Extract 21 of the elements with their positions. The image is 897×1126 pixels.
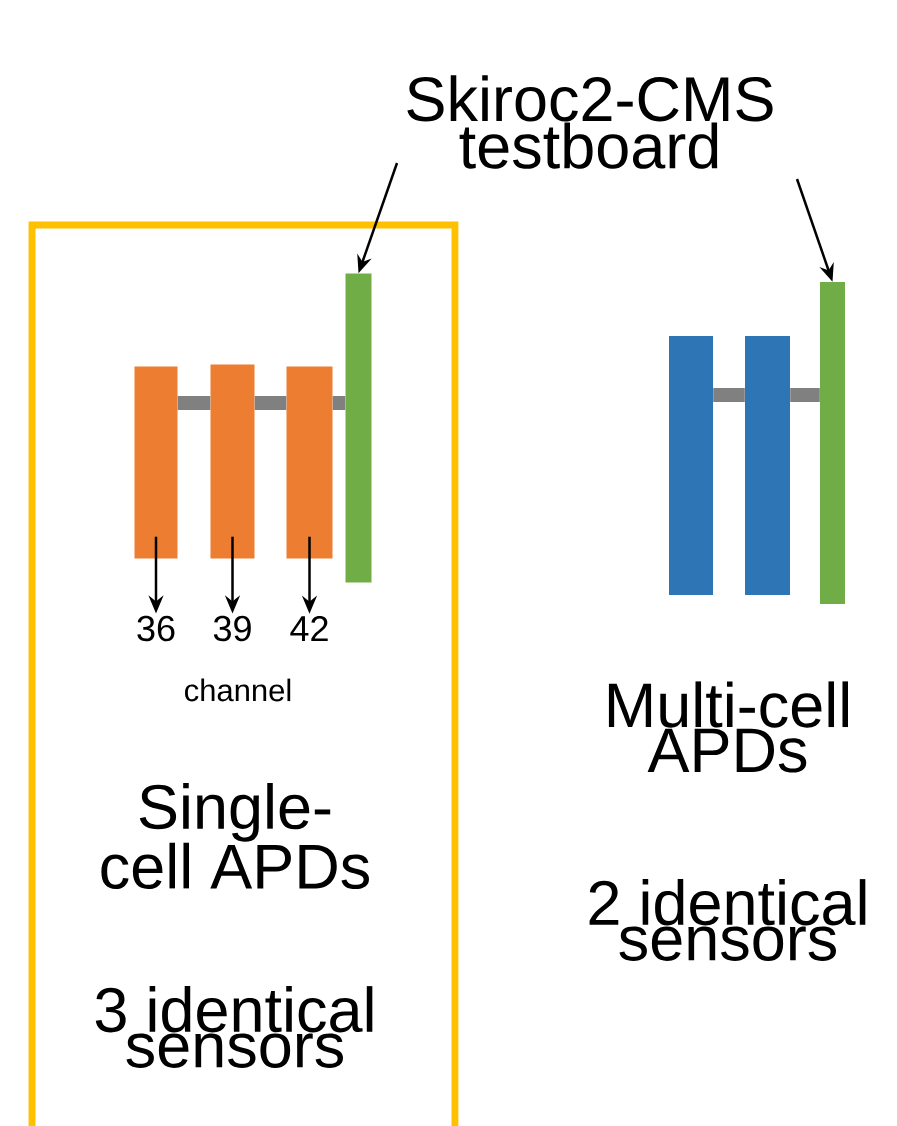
connector-bar <box>713 388 745 402</box>
title-text: Skiroc2-CMS testboard <box>407 75 773 169</box>
connector-bar <box>332 396 346 410</box>
sensor-bar <box>134 366 178 559</box>
sensor-bar <box>669 336 713 595</box>
sensor-bar <box>345 273 372 583</box>
channel-number: 36 <box>137 615 175 642</box>
axis-label: channel <box>185 678 291 702</box>
sensor-bar <box>745 336 790 595</box>
group-label: 3 identical sensors <box>95 986 373 1068</box>
group-label: Single-cell APDs <box>101 783 369 889</box>
connector-bar <box>254 396 287 410</box>
group-label: Multi-cell APDs <box>608 681 848 773</box>
sensor-bar <box>286 366 333 559</box>
channel-number: 42 <box>290 615 328 642</box>
sensor-bar <box>210 364 255 559</box>
group-label: 2 identical sensors <box>589 879 866 961</box>
connector-bar <box>790 388 820 402</box>
connector-bar <box>177 396 211 410</box>
sensor-bar <box>820 282 845 604</box>
channel-number: 39 <box>213 615 251 642</box>
